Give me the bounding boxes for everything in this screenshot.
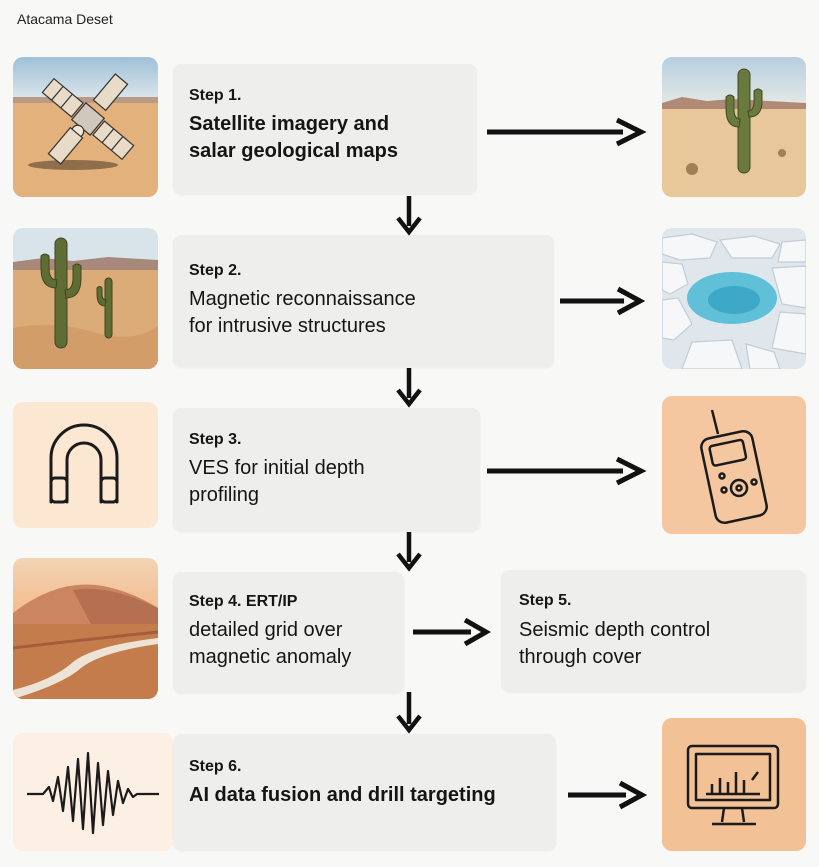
step-4-line-2: magnetic anomaly <box>189 646 352 668</box>
arrow-down-3 <box>396 532 422 572</box>
step-2-line-1: Magnetic reconnaissance <box>189 288 416 310</box>
step-3-line-2: profiling <box>189 484 260 506</box>
arrow-right-step-1 <box>487 117 647 147</box>
arrow-right-step-3 <box>487 456 647 486</box>
step-1-line-2: salar geological maps <box>189 140 398 162</box>
step-5-line-1: Seismic depth control <box>519 619 711 641</box>
step-3-label: Step 3. <box>189 431 242 448</box>
seismic-waveform-icon <box>13 733 173 851</box>
arrow-right-step-2 <box>560 286 646 316</box>
step-4-label: Step 4. ERT/IP <box>189 593 298 610</box>
arrow-down-2 <box>396 368 422 408</box>
arrow-down-1 <box>396 196 422 236</box>
arrow-down-4 <box>396 692 422 734</box>
cactus-desert-photo <box>662 57 806 197</box>
step-2-box: Step 2. Magnetic reconnaissance for intr… <box>173 235 554 367</box>
horseshoe-magnet-icon <box>13 402 158 528</box>
computer-monitor-chart-icon <box>662 718 806 851</box>
step-6-box: Step 6. AI data fusion and drill targeti… <box>173 734 556 850</box>
step-4-box: Step 4. ERT/IP detailed grid over magnet… <box>173 572 404 693</box>
step-5-label: Step 5. <box>519 592 572 609</box>
step-1-line-1: Satellite imagery and <box>189 113 390 135</box>
saguaro-cactus-desert-photo <box>13 228 158 369</box>
handheld-meter-device-icon <box>662 396 806 534</box>
step-5-line-2: through cover <box>519 646 642 668</box>
step-3-line-1: VES for initial depth <box>189 457 365 479</box>
step-5-box: Step 5. Seismic depth control through co… <box>501 570 806 692</box>
step-4-line-1: detailed grid over <box>189 619 343 641</box>
arrow-right-step-6 <box>568 780 648 810</box>
step-1-box: Step 1. Satellite imagery and salar geol… <box>173 64 477 194</box>
step-2-label: Step 2. <box>189 262 242 279</box>
salt-flat-pool-photo <box>662 228 806 369</box>
step-1-label: Step 1. <box>189 87 242 104</box>
step-6-label: Step 6. <box>189 758 242 775</box>
satellite-desert-photo <box>13 57 158 197</box>
page-title: Atacama Deset <box>17 11 113 27</box>
dunes-riverbed-photo <box>13 558 158 699</box>
arrow-right-step-4 <box>413 617 491 647</box>
step-6-line-1: AI data fusion and drill targeting <box>189 784 496 806</box>
step-3-box: Step 3. VES for initial depth profiling <box>173 408 480 531</box>
step-2-line-2: for intrusive structures <box>189 315 386 337</box>
